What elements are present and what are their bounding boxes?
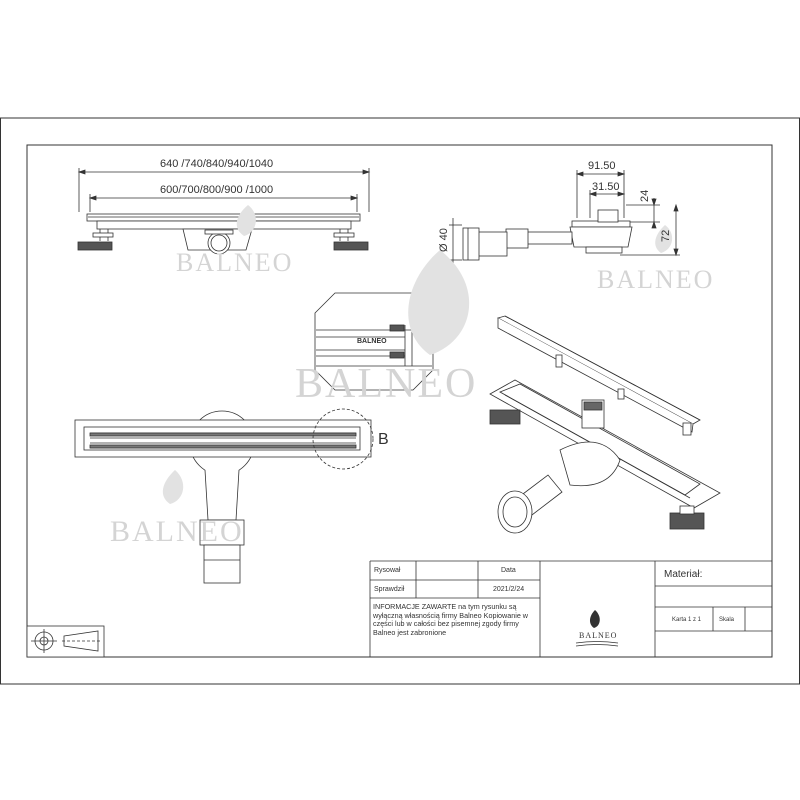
dimension-total-height: 72 — [660, 229, 672, 242]
dimension-grate-height: 24 — [639, 189, 651, 202]
title-logo-drop-icon — [575, 610, 619, 647]
date-value: 2021/2/24 — [493, 586, 525, 593]
balneo-watermark-drops — [162, 205, 673, 504]
dimension-overall-lengths: 640 /740/840/940/1040 — [160, 158, 274, 170]
karta-label: Karta 1 z 1 — [672, 617, 702, 623]
copyright-notice: INFORMACJE ZAWARTE na tym rysunku są wył… — [373, 602, 529, 637]
sprawdzil-label: Sprawdził — [374, 586, 405, 593]
projection-symbol — [26, 625, 105, 658]
dimension-side-inner: 31.50 — [592, 181, 620, 193]
watermark-text: BALNEO — [110, 515, 244, 548]
watermark-text: BALNEO — [597, 265, 715, 294]
side-view — [449, 170, 680, 268]
front-view — [77, 168, 371, 255]
data-label: Data — [501, 567, 516, 574]
rysowal-label: Rysował — [374, 567, 401, 574]
title-logo-text: BALNEO — [579, 631, 618, 640]
material-label: Materiał: — [664, 569, 703, 580]
dimension-outlet-diameter: Ø 40 — [438, 228, 450, 252]
detail-b-logo: BALNEO — [357, 338, 387, 345]
title-block-lines — [369, 560, 772, 657]
top-view — [74, 408, 374, 584]
dimension-grate-lengths: 600/700/800/900 /1000 — [160, 184, 274, 196]
watermark-text: BALNEO — [176, 248, 294, 277]
isometric-view — [489, 315, 721, 534]
inner-frame — [26, 144, 773, 658]
dimension-side-outer: 91.50 — [588, 160, 616, 172]
skala-label: Skala — [719, 617, 735, 623]
detail-b-label: B — [378, 431, 389, 448]
watermark-text: BALNEO — [295, 361, 478, 407]
